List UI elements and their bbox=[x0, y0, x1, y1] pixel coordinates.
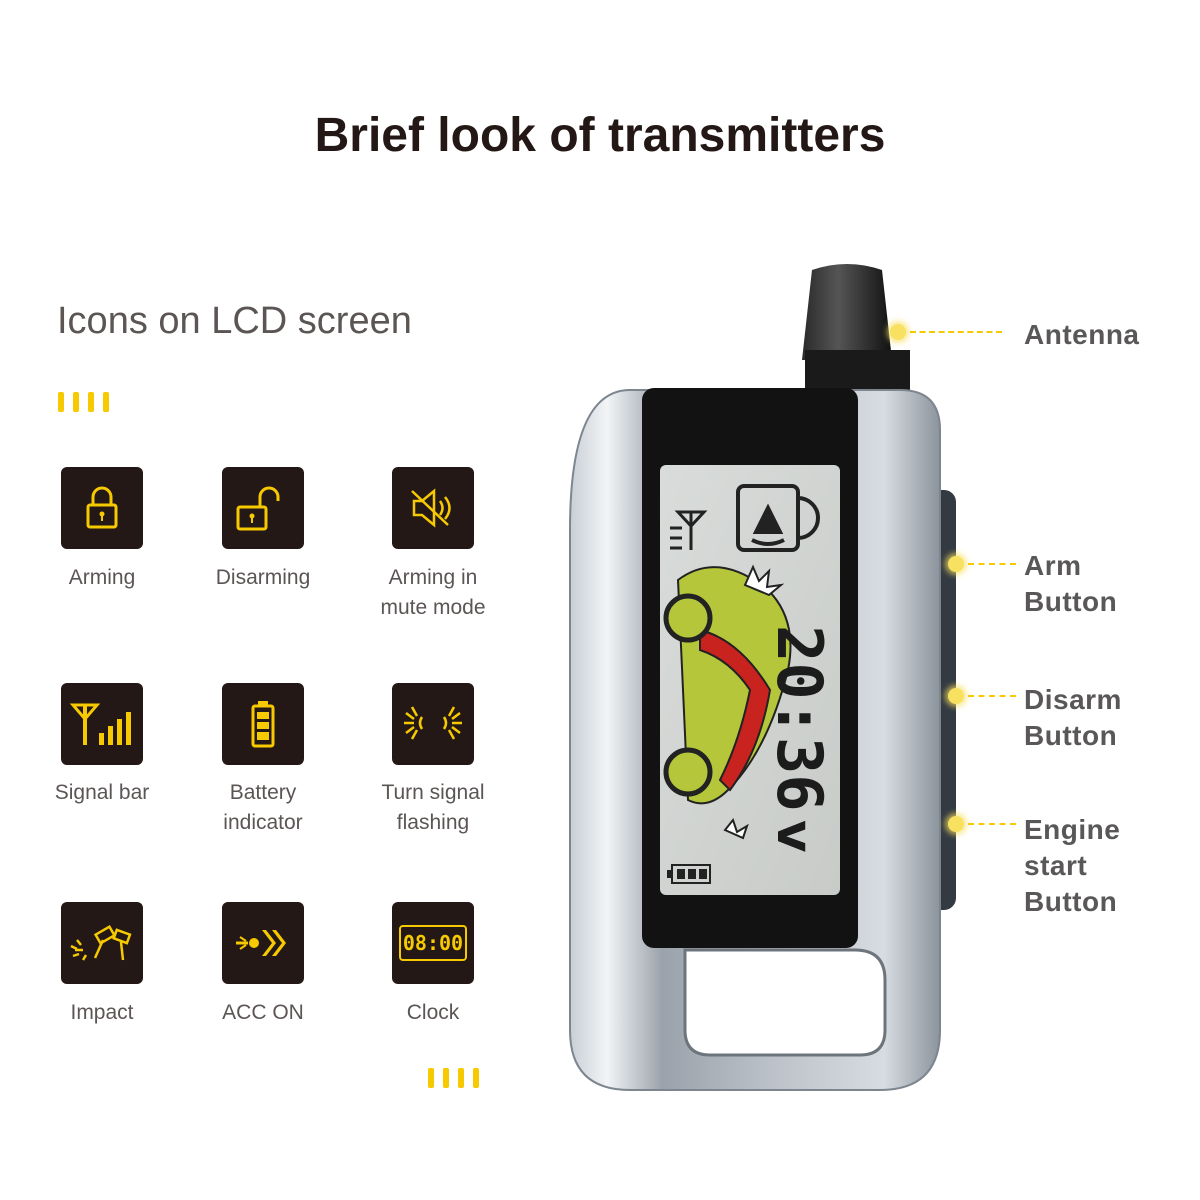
callout-line-antenna bbox=[910, 331, 1002, 333]
callout-disarm-button: Disarm Button bbox=[1024, 684, 1122, 751]
icon-label-arming: Arming bbox=[68, 566, 136, 589]
callout-line-engine bbox=[968, 823, 1016, 825]
icon-label-disarming: Disarming bbox=[215, 566, 311, 589]
callout-line-arm bbox=[968, 563, 1016, 565]
icon-label-signal-bar: Signal bar bbox=[54, 781, 150, 804]
acc-on-icon bbox=[222, 902, 304, 984]
icon-label-clock: Clock bbox=[406, 1001, 460, 1024]
icon-label-mute-mode: Arming in mute mode bbox=[380, 566, 486, 619]
lcd-battery-icon bbox=[667, 864, 711, 884]
signal-antenna-icon bbox=[61, 683, 143, 765]
decor-dashes-bottom bbox=[428, 1068, 479, 1088]
lcd-time: 20:36 bbox=[763, 625, 836, 812]
lock-closed-icon bbox=[61, 467, 143, 549]
callout-arm-button: Arm Button bbox=[1024, 550, 1118, 617]
icon-label-turn-signal: Turn signal flashing bbox=[381, 781, 485, 834]
lcd-siren-icon bbox=[736, 484, 820, 552]
transmitter-device: 20:36 v bbox=[569, 264, 956, 1091]
lcd-signal-icon bbox=[670, 510, 708, 550]
icon-label-battery: Battery indicator bbox=[223, 781, 303, 834]
lcd-unit: v bbox=[766, 820, 824, 853]
battery-icon bbox=[222, 683, 304, 765]
callout-line-disarm bbox=[968, 695, 1016, 697]
callout-dot-engine bbox=[948, 816, 964, 832]
speaker-muted-icon bbox=[392, 467, 474, 549]
callout-dot-disarm bbox=[948, 688, 964, 704]
callout-engine-start-button: Engine start Button bbox=[1024, 814, 1121, 917]
clock-icon: 08:00 bbox=[392, 902, 474, 984]
callout-dot-arm bbox=[948, 556, 964, 572]
icon-label-acc-on: ACC ON bbox=[222, 1001, 304, 1024]
callout-dot-antenna bbox=[890, 324, 906, 340]
section-subtitle: Icons on LCD screen bbox=[57, 300, 412, 342]
lcd-car-graphic bbox=[663, 564, 792, 840]
turn-signal-icon bbox=[392, 683, 474, 765]
decor-dashes-top bbox=[58, 392, 109, 412]
lock-open-icon bbox=[222, 467, 304, 549]
page-title: Brief look of transmitters bbox=[314, 109, 886, 162]
clock-display: 08:00 bbox=[403, 931, 463, 955]
icon-label-impact: Impact bbox=[70, 1001, 134, 1024]
callout-antenna: Antenna bbox=[1024, 319, 1140, 350]
antenna bbox=[802, 264, 892, 360]
impact-hammer-icon bbox=[61, 902, 143, 984]
